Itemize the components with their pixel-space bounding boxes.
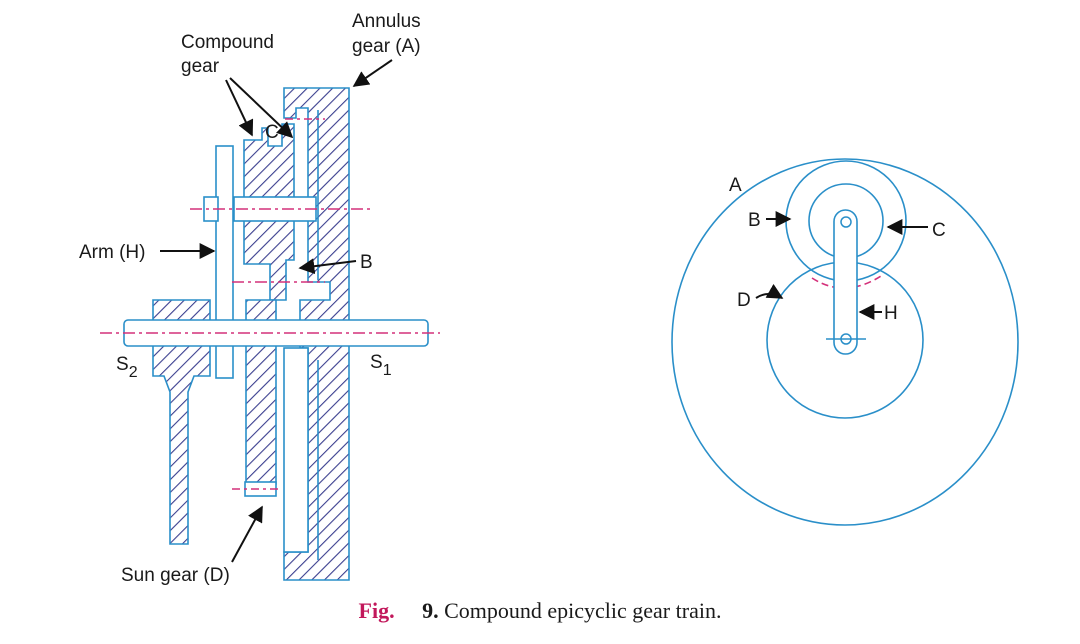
end-label-a: A [729,175,742,196]
caption-title: Compound epicyclic gear train. [444,598,722,623]
caption-gap [400,598,417,623]
annulus-gear-label-line2: gear (A) [352,36,421,57]
end-view: A B C D H [671,158,1019,526]
end-label-c: C [932,220,946,241]
compound-gear-label-line2: gear [181,56,220,77]
shaft-s1-letter: S [370,352,383,373]
arm-pivot-top [840,216,852,228]
side-view: Compound gear Annulus gear (A) C Arm (H)… [79,11,440,586]
caption-number: 9. [422,598,439,623]
end-label-d: D [737,290,751,311]
shaft-s1-label: S1 [370,352,392,379]
shaft-s1-subscript: 1 [383,362,392,379]
annulus-leader [352,59,393,87]
sun-gear-label: Sun gear (D) [121,565,230,586]
compound-gear-label-line1: Compound [181,32,274,53]
compound-gear-leader-left [225,79,254,137]
annulus-gear-label-line1: Annulus [352,11,421,32]
shaft-s2-letter: S [116,354,129,375]
annulus-lower-column [283,347,309,553]
caption-prefix: Fig. [358,598,395,623]
compound-gear-leader-right [229,77,294,139]
figure-caption: Fig. 9. Compound epicyclic gear train. [0,598,1080,624]
sun-gear-leader [231,505,263,563]
shaft-s2-gear [152,299,211,545]
arm-h-link [833,209,858,355]
arm-h-label: Arm (H) [79,242,145,263]
shaft-s2-label: S2 [116,354,138,381]
b-leader [298,258,357,275]
end-d-leader [755,283,784,299]
shaft-s2-subscript: 2 [129,364,138,381]
gear-b-label: B [360,252,373,273]
gear-c-label: C [265,122,279,143]
end-label-h: H [884,303,898,324]
annulus-circle-a [671,158,1019,526]
end-label-b: B [748,210,761,231]
